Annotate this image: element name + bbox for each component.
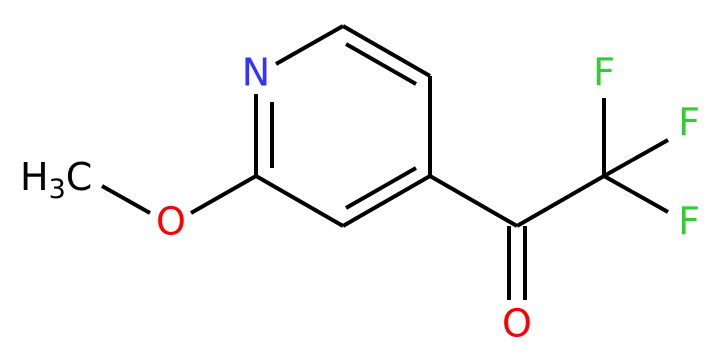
fluorine-label-top: F: [593, 51, 615, 95]
methyl-label: H3C: [20, 155, 92, 205]
bond-c3-c4-inner: [345, 166, 417, 210]
methyl-c: C: [66, 155, 93, 199]
bond-o-ch3: [101, 184, 151, 215]
bond-carbonyl-cf3: [516, 174, 605, 228]
bond-c5-c6-inner: [345, 42, 417, 86]
bond-c5-c6: [342, 24, 431, 78]
bond-c4-carbonyl: [429, 174, 518, 228]
bond-c6-n: [275, 24, 344, 66]
methyl-subscript: 3: [49, 174, 66, 205]
ether-oxygen-label: O: [156, 200, 186, 244]
fluorine-label-middle: F: [678, 101, 700, 145]
fluorine-label-bottom: F: [678, 200, 700, 244]
carbonyl-oxygen-label: O: [502, 302, 532, 346]
bond-c2-o: [190, 174, 257, 215]
methyl-h: H: [20, 155, 49, 199]
bond-cf3-f2: [603, 138, 669, 178]
bond-c3-c4: [342, 174, 431, 228]
bond-c2-c3: [255, 174, 344, 228]
bond-cf3-f3: [603, 174, 669, 214]
nitrogen-label: N: [242, 51, 270, 95]
